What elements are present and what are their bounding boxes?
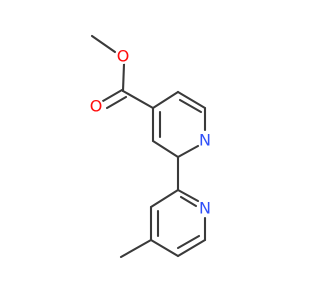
ester-oxygen-background bbox=[115, 48, 131, 64]
lower-ring-nitrogen-label: N bbox=[199, 199, 211, 218]
upper-ring-nitrogen-background bbox=[197, 132, 213, 148]
bond-ring1-c4-c5 bbox=[151, 90, 180, 110]
bond-ring2-c6-c5-inner bbox=[176, 234, 201, 250]
bond-ring1-c2-c3 bbox=[151, 139, 180, 159]
bond-ring1-n1-c2 bbox=[176, 144, 200, 159]
bond-ring2-c3-c2 bbox=[149, 188, 180, 209]
bond-ring2-c2-n1-inner bbox=[179, 195, 198, 208]
bond-ring2-methyl bbox=[119, 238, 153, 259]
bond-ring2-c5-c4 bbox=[149, 238, 180, 258]
bond-carbonyl-oxygen-double-a bbox=[101, 88, 124, 103]
bond-ring2-c6-c5-outer bbox=[176, 238, 207, 258]
carbonyl-oxygen-background bbox=[88, 98, 104, 114]
upper-ring-nitrogen-label: N bbox=[199, 131, 211, 150]
bond-carbonyl-oxygen-double-b bbox=[105, 95, 128, 110]
carbonyl-oxygen-label: O bbox=[90, 97, 103, 116]
bond-methyl-oxygen bbox=[90, 34, 117, 54]
bond-ring2-c2-n1-outer bbox=[176, 188, 200, 203]
lower-ring-nitrogen-background bbox=[197, 200, 213, 216]
bond-oxygen-carbonyl bbox=[121, 62, 126, 93]
bond-ring1-c5-c6-outer bbox=[176, 90, 207, 110]
structure-diagram: O O N N bbox=[88, 34, 213, 259]
bond-carbonyl-ring bbox=[121, 89, 155, 110]
bond-ring1-c5-c6-inner bbox=[178, 98, 203, 114]
ester-oxygen-label: O bbox=[117, 47, 130, 66]
